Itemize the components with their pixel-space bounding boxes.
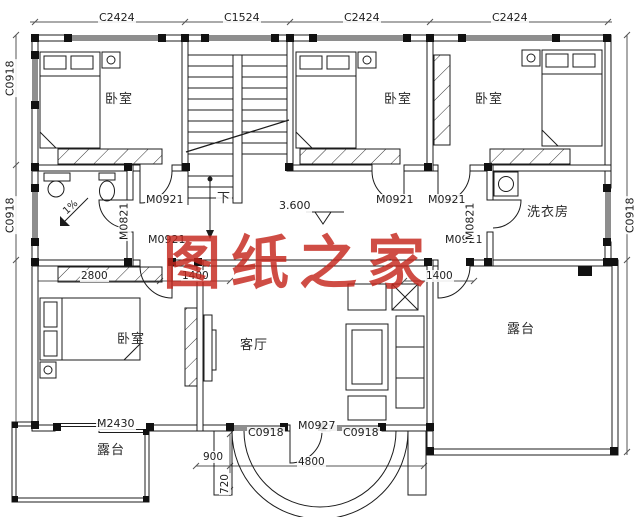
dim-2800: 2800: [80, 270, 109, 283]
door-label-m2430: M2430: [96, 417, 136, 431]
door-label-m0921-1: M0921: [145, 193, 185, 207]
level-label: 3.600: [278, 199, 312, 213]
bed-icon: [39, 51, 121, 149]
room-label-terrace-bottom: 露台: [97, 443, 126, 458]
room-label-terrace-right: 露台: [507, 322, 536, 337]
door-label-m0921-3: M0921: [427, 193, 467, 207]
window-label-c2424-1: C2424: [98, 11, 136, 25]
wardrobe-icon: [489, 148, 571, 165]
room-label-bedroom-1: 卧室: [105, 92, 134, 107]
door-label-m0927: M0927: [297, 419, 337, 433]
washbasin-icon: [43, 172, 71, 182]
window-label-c0918-bottom-2: C0918: [342, 426, 380, 440]
room-label-laundry: 洗衣房: [527, 205, 570, 220]
wardrobe-icon: [299, 148, 401, 165]
stairs-icon: [185, 54, 290, 239]
door-label-m0821-right: M0821: [463, 201, 478, 242]
window-label-c0918-bottom-1: C0918: [247, 426, 285, 440]
window-label-c0918-left-top: C0918: [3, 59, 18, 98]
tv-cabinet-icon: [203, 314, 217, 382]
dim-900: 900: [202, 451, 225, 464]
room-label-bedroom-2: 卧室: [384, 92, 413, 107]
porch-steps: [213, 430, 427, 517]
wardrobe-icon: [57, 148, 163, 165]
door-label-m0921-4: M0921: [147, 233, 187, 247]
window-label-c0918-left: C0918: [3, 196, 18, 235]
bed-icon: [39, 297, 141, 379]
wardrobe-icon: [184, 307, 198, 387]
window-label-c0918-right: C0918: [623, 196, 638, 235]
dim-720: 720: [218, 473, 232, 496]
bed-icon: [521, 49, 603, 147]
dim-1400-right: 1400: [425, 270, 454, 283]
furniture: [39, 49, 603, 421]
dim-1400-left: 1400: [181, 270, 210, 283]
window-label-c2424-2: C2424: [343, 11, 381, 25]
window-label-c2424-3: C2424: [491, 11, 529, 25]
bathroom-fixtures: [43, 172, 116, 202]
sofa-set-icon: [345, 283, 425, 421]
window-label-c1524: C1524: [223, 11, 261, 25]
bed-icon: [295, 51, 377, 149]
door-label-m0821-left: M0821: [117, 201, 132, 242]
stairs-down-label: 下: [216, 191, 233, 207]
room-label-bedroom-3: 卧室: [475, 92, 504, 107]
washing-machine-icon: [493, 171, 519, 197]
dim-4800: 4800: [297, 456, 326, 469]
toilet-icon: [98, 172, 116, 181]
wardrobe-icon: [57, 266, 163, 283]
room-label-living: 客厅: [240, 338, 269, 353]
level-mark-icon: [306, 211, 344, 225]
room-label-bedroom-4: 卧室: [117, 332, 146, 347]
door-label-m0921-2: M0921: [375, 193, 415, 207]
wardrobe-icon: [433, 54, 451, 146]
slope-arrow-icon: [60, 197, 89, 226]
